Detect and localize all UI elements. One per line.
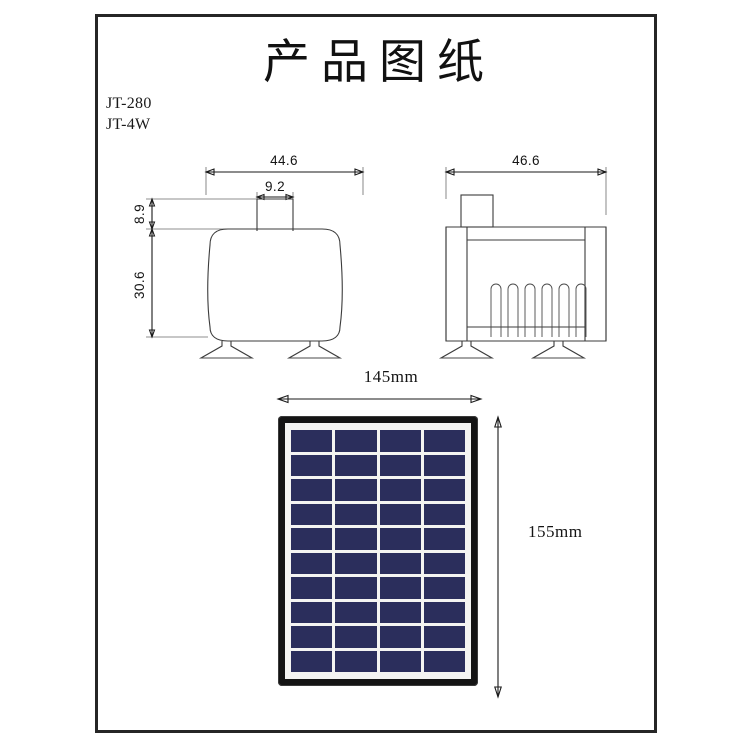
solar-cell [423, 552, 465, 574]
solar-cell [291, 528, 333, 550]
solar-cell [335, 479, 377, 501]
solar-cell [291, 479, 333, 501]
solar-cell [423, 577, 465, 599]
solar-cell [423, 626, 465, 648]
solar-cell [379, 577, 421, 599]
pump-side-view: 46.6 [438, 153, 608, 359]
pump-outlet-nozzle-side [460, 194, 494, 228]
dimension-side-width: 46.6 [444, 153, 608, 215]
pump-suction-feet-side [438, 341, 587, 359]
solar-cell [423, 650, 465, 672]
solar-cell [423, 503, 465, 525]
pump-suction-feet-front [198, 341, 343, 359]
solar-cell [379, 503, 421, 525]
solar-cell [291, 650, 333, 672]
model-code-list: JT-280 JT-4W [106, 93, 152, 135]
pump-casing-side [445, 226, 607, 342]
dimension-nozzle-width: 9.2 [255, 179, 295, 207]
solar-cell [379, 454, 421, 476]
dimension-label-side-width: 46.6 [512, 153, 540, 168]
dimension-overall-width: 44.6 [204, 153, 365, 195]
solar-cell [423, 601, 465, 623]
pump-intake-slots [490, 283, 587, 337]
dimension-label-overall-width: 44.6 [270, 153, 298, 168]
solar-cell [423, 528, 465, 550]
dimension-label-body-height: 30.6 [132, 271, 147, 299]
solar-cell [335, 577, 377, 599]
solar-cell [423, 454, 465, 476]
solar-cell [335, 454, 377, 476]
pump-inner-body-side [466, 227, 586, 341]
solar-cell [291, 577, 333, 599]
solar-cell [291, 454, 333, 476]
solar-cell [291, 430, 333, 452]
solar-cell [379, 430, 421, 452]
solar-cell-grid [291, 430, 465, 672]
solar-cell [335, 503, 377, 525]
drawing-frame-border: 产品图纸 JT-280 JT-4W 44.6 [95, 14, 657, 733]
panel-dimension-lines [276, 394, 502, 699]
dimension-body-height: 30.6 [132, 227, 208, 339]
solar-cell [423, 479, 465, 501]
solar-panel [278, 416, 478, 686]
views-svg: 44.6 9.2 [132, 153, 608, 359]
solar-cell [379, 626, 421, 648]
pump-outlet-nozzle [256, 198, 294, 231]
solar-cell [335, 552, 377, 574]
solar-cell [423, 430, 465, 452]
technical-views: 44.6 9.2 [98, 137, 660, 377]
solar-cell [335, 528, 377, 550]
solar-cell [291, 626, 333, 648]
solar-cell [291, 601, 333, 623]
dimension-panel-height [494, 415, 502, 699]
solar-cell [291, 503, 333, 525]
dimension-label-nozzle-width: 9.2 [265, 179, 285, 194]
dimension-label-panel-height: 155mm [528, 522, 583, 541]
solar-cell [335, 601, 377, 623]
solar-cell [335, 626, 377, 648]
solar-cell [379, 528, 421, 550]
solar-cell [379, 650, 421, 672]
dimension-nozzle-height: 8.9 [132, 197, 298, 231]
model-code-secondary: JT-4W [106, 116, 151, 134]
solar-cell [291, 552, 333, 574]
dimension-label-panel-width: 145mm [363, 367, 419, 386]
solar-cell [379, 601, 421, 623]
dimension-label-nozzle-height: 8.9 [132, 204, 147, 224]
solar-cell [335, 650, 377, 672]
solar-cell [379, 479, 421, 501]
dimension-panel-width [276, 394, 483, 404]
pump-body-front [207, 228, 343, 342]
solar-panel-section: 145mm 155mm [98, 367, 660, 717]
page-title: 产品图纸 [263, 35, 495, 90]
model-code-primary: JT-280 [106, 95, 152, 112]
solar-cell [335, 430, 377, 452]
pump-front-view: 44.6 9.2 [132, 153, 365, 359]
solar-panel-backsheet [285, 423, 471, 679]
solar-cell [379, 552, 421, 574]
